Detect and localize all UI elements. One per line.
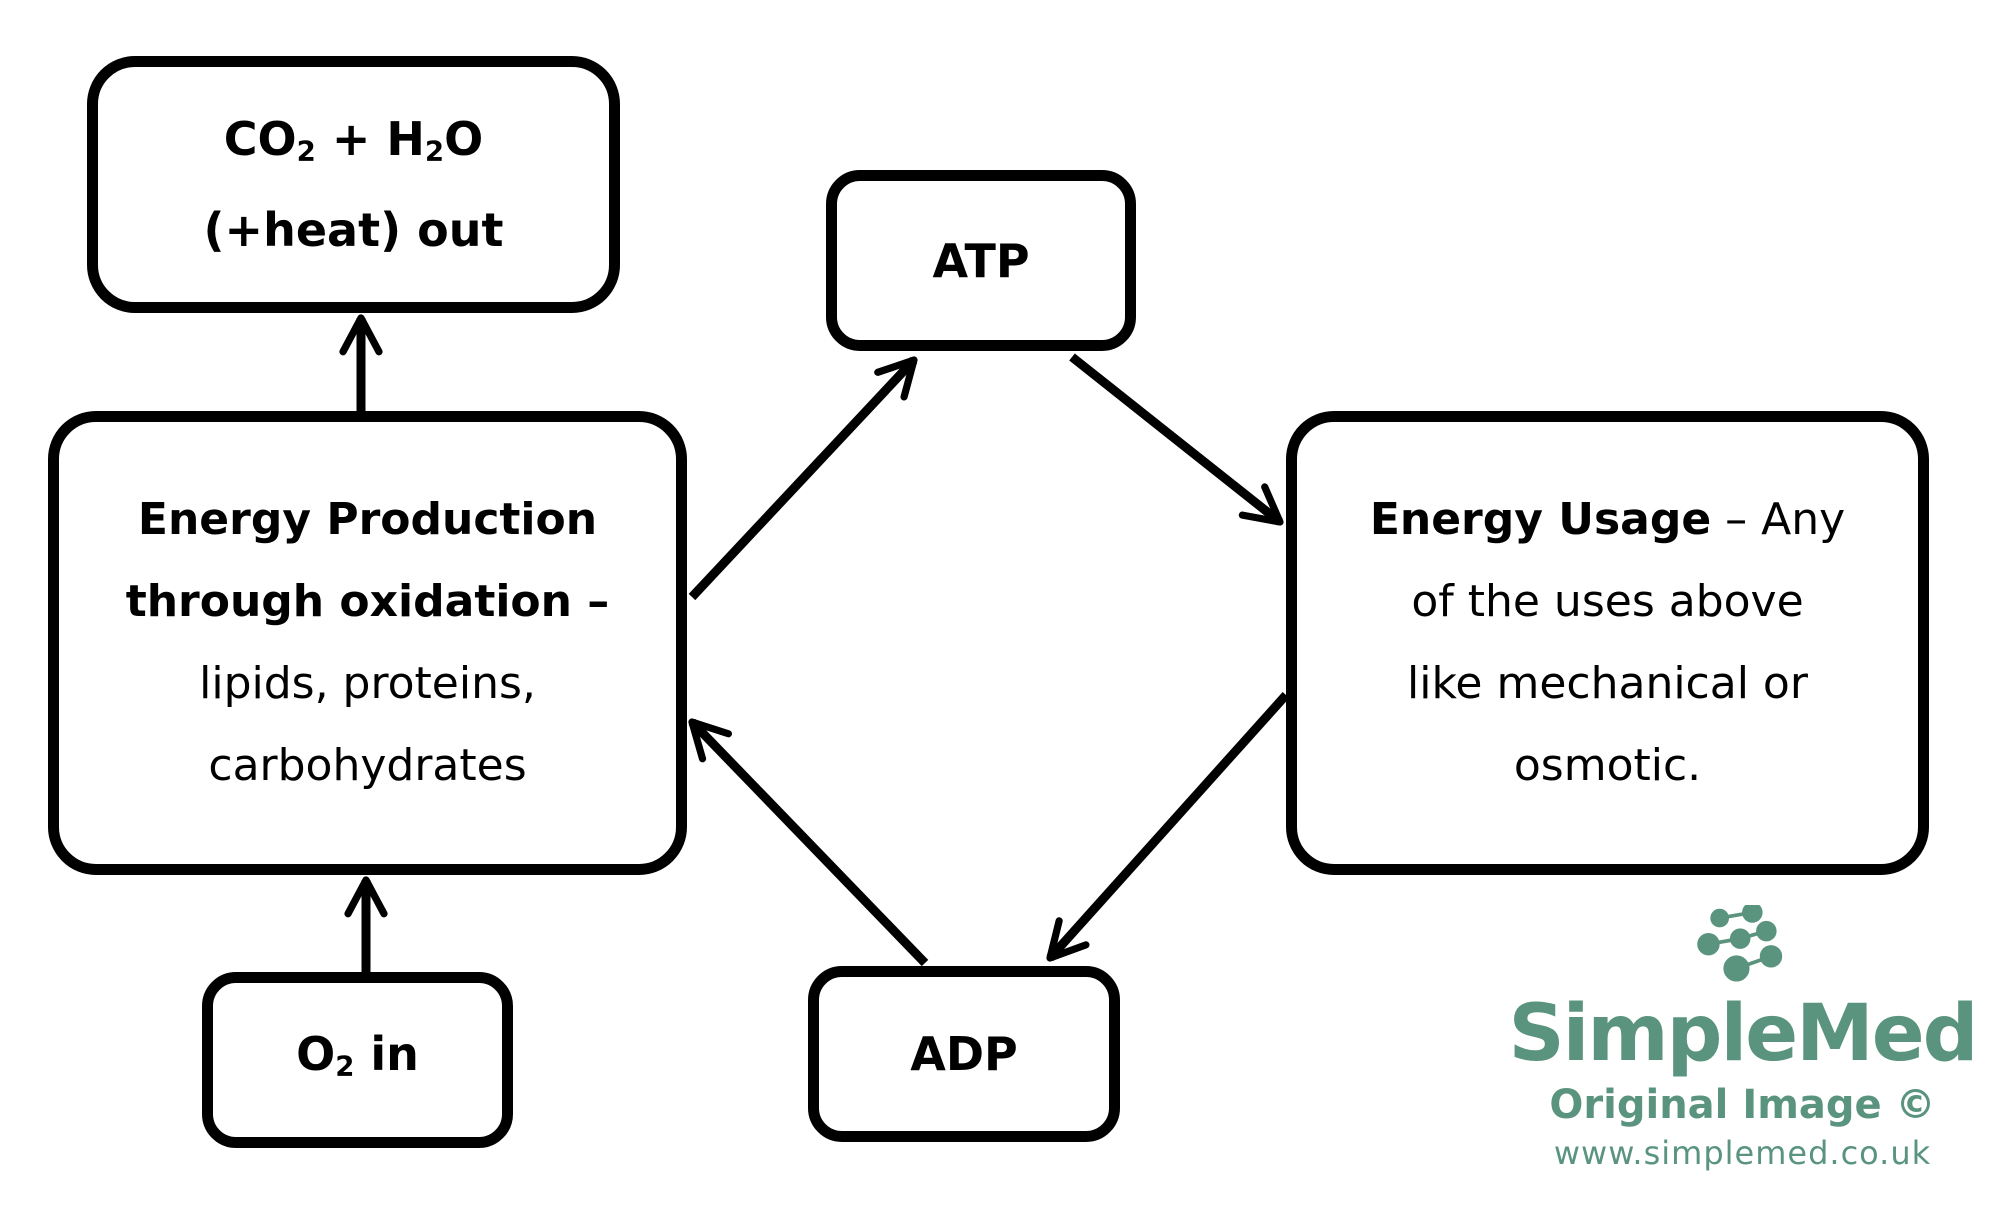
node-oxygen-label: O2 in — [296, 1013, 419, 1108]
energy-usage-any: – Any — [1711, 494, 1846, 545]
node-energy-usage: Energy Usage – Any of the uses above lik… — [1286, 411, 1929, 875]
energy-usage-line2: of the uses above — [1411, 576, 1804, 627]
arrow-production-to-atp — [688, 356, 918, 601]
energy-usage-title: Energy Usage — [1369, 494, 1712, 545]
energy-usage-line1: Energy Usage – Any — [1370, 479, 1845, 561]
node-co2-line1: CO2 + H2O — [224, 100, 483, 191]
watermark-brand: SimpleMed — [1508, 989, 1978, 1079]
o-text: O — [444, 112, 484, 167]
node-oxygen-in: O2 in — [202, 972, 513, 1148]
energy-production-line4: carbohydrates — [208, 740, 527, 791]
subscript-2: 2 — [296, 134, 316, 168]
node-co2-h2o-out: CO2 + H2O (+heat) out — [87, 56, 620, 313]
node-energy-production: Energy Production through oxidation – li… — [48, 411, 687, 875]
node-adp-label: ADP — [910, 1027, 1018, 1081]
dash-text: – — [571, 576, 610, 627]
arrow-adp-to-production — [688, 718, 929, 967]
energy-usage-line4: osmotic. — [1513, 740, 1702, 791]
plus-h-text: + H — [315, 112, 425, 167]
in-text: in — [354, 1026, 419, 1081]
energy-production-line3: lipids, proteins, — [199, 658, 536, 709]
o-text: O — [296, 1026, 336, 1081]
through-oxidation-text: through oxidation — [125, 576, 572, 627]
subscript-2: 2 — [424, 134, 445, 168]
simplemed-watermark: SimpleMed Original Image © www.simplemed… — [1490, 905, 1995, 1205]
node-atp-label: ATP — [932, 233, 1030, 288]
arrow-usage-to-adp — [1046, 691, 1290, 962]
co-text: CO — [223, 112, 297, 167]
energy-usage-line3: like mechanical or — [1407, 658, 1808, 709]
energy-production-title: Energy Production — [137, 494, 598, 545]
energy-production-subtitle: through oxidation – — [126, 561, 610, 643]
node-co2-line2: (+heat) out — [203, 202, 504, 257]
watermark-url: www.simplemed.co.uk — [1553, 1134, 1932, 1172]
subscript-2: 2 — [335, 1049, 355, 1083]
node-atp: ATP — [826, 170, 1136, 351]
arrow-atp-to-usage — [1069, 353, 1284, 526]
node-adp: ADP — [808, 966, 1120, 1142]
watermark-subtitle: Original Image © — [1549, 1082, 1936, 1128]
molecule-icon — [1696, 905, 1782, 982]
